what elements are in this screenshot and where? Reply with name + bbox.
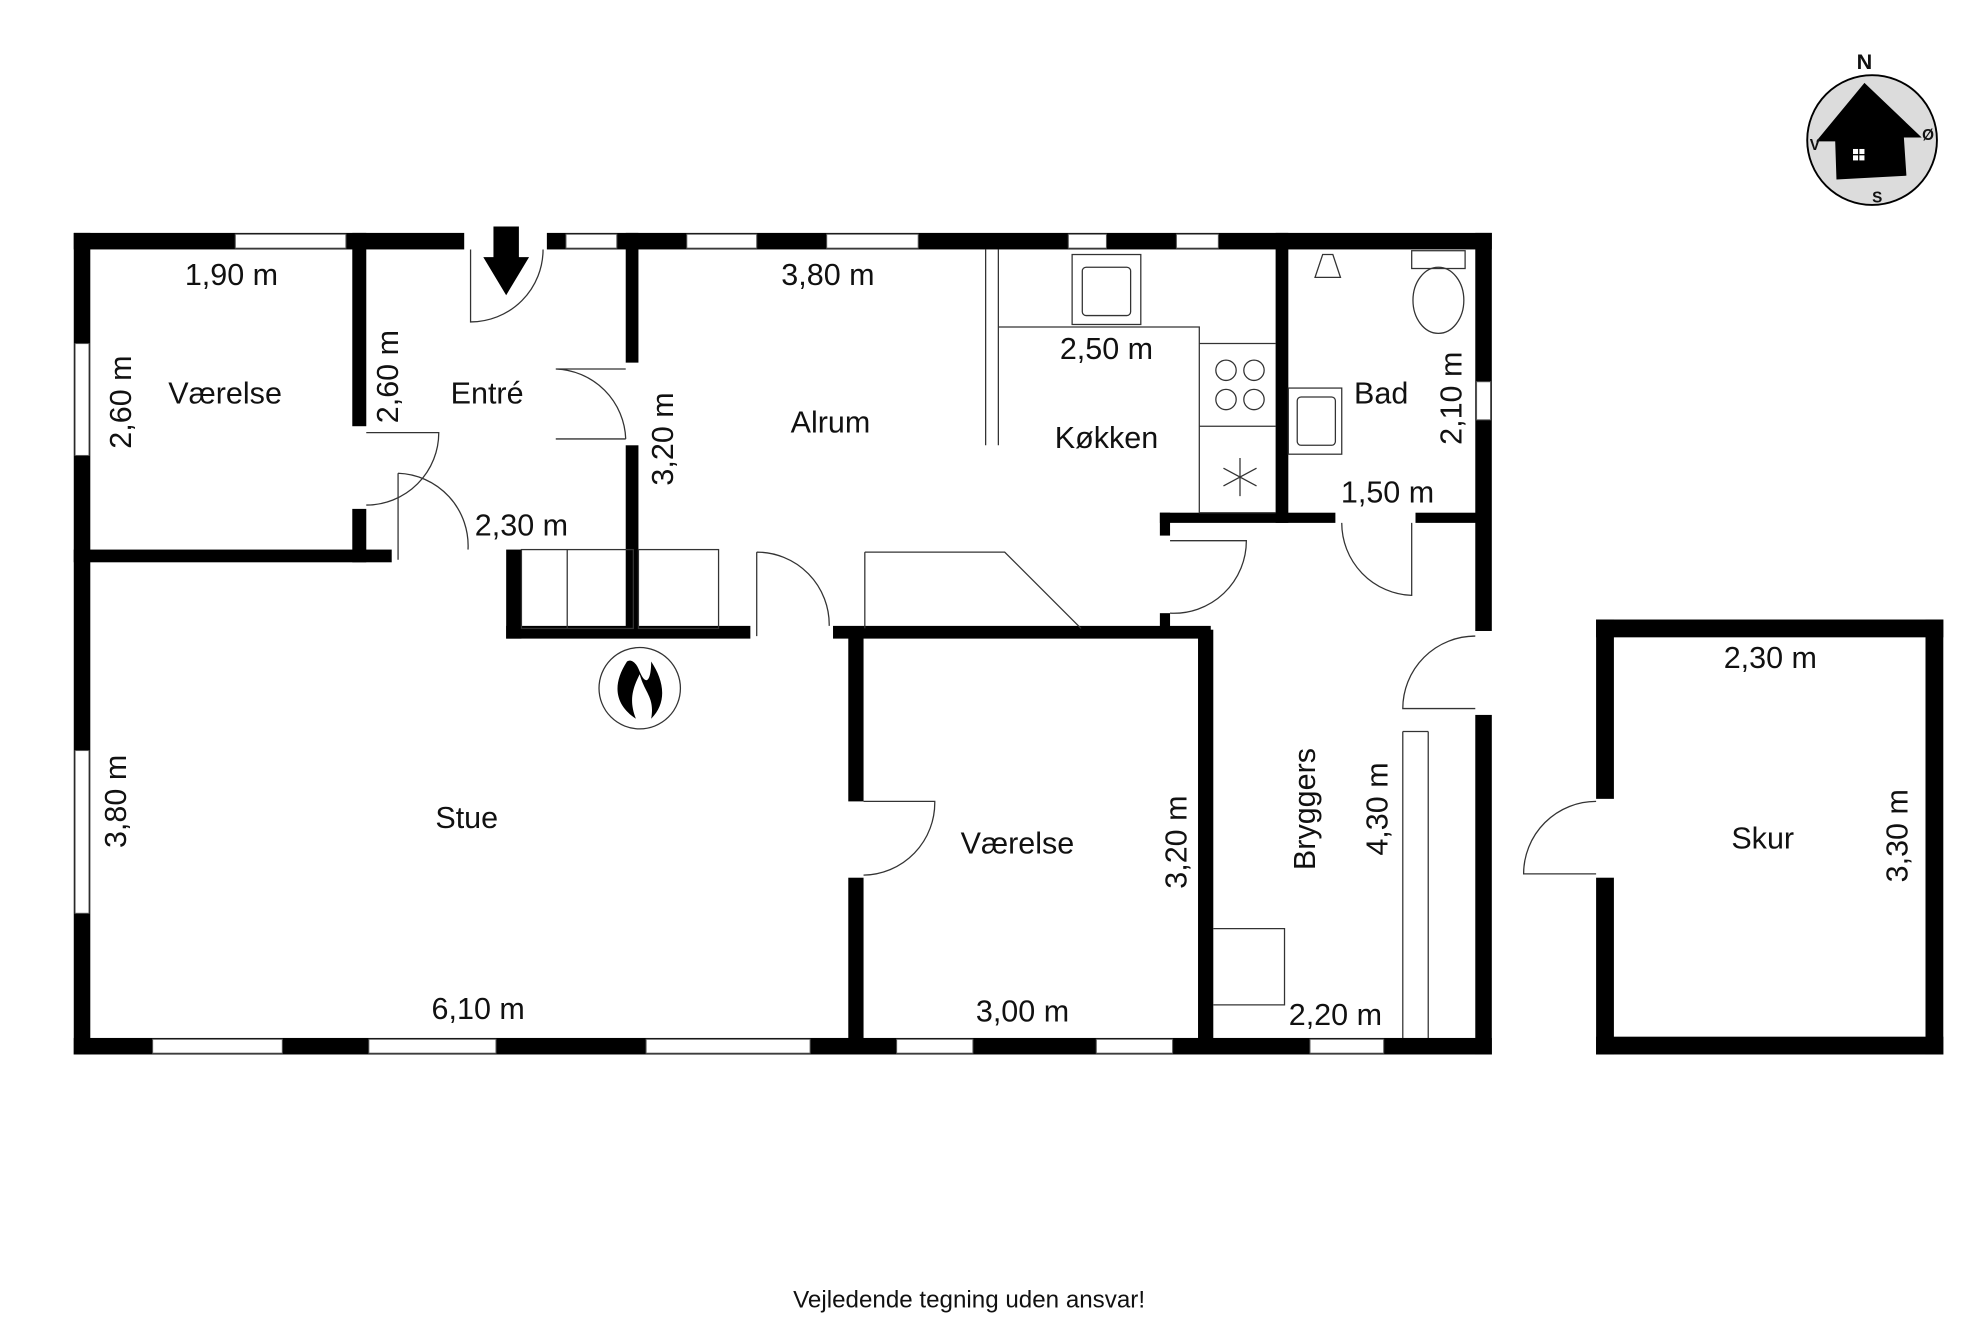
dim-vaerelse-2-width: 3,00 m	[976, 994, 1069, 1028]
dim-skur-width: 2,30 m	[1724, 641, 1817, 675]
room-label-alrum: Alrum	[791, 406, 871, 440]
room-label-stue: Stue	[435, 801, 498, 835]
compass-south: S	[1872, 189, 1882, 206]
room-label-koekken: Køkken	[1055, 421, 1158, 455]
dim-entre-depth: 2,60 m	[371, 330, 405, 423]
freezer-icon	[1223, 458, 1257, 497]
room-label-vaerelse-1: Værelse	[168, 376, 282, 410]
dim-vaerelse-1-depth: 2,60 m	[104, 355, 138, 448]
dim-koekken-width: 2,50 m	[1060, 332, 1153, 366]
disclaimer-footer: Vejledende tegning uden ansvar!	[793, 1287, 1145, 1314]
dim-bad-width: 1,50 m	[1341, 476, 1434, 510]
room-label-bad: Bad	[1354, 376, 1408, 410]
dim-vaerelse-2-depth: 3,20 m	[1160, 795, 1194, 888]
dim-alrum-width: 3,80 m	[781, 258, 874, 292]
compass-icon: N Ø S V	[1806, 49, 1938, 206]
dim-bryggers-width: 2,20 m	[1289, 998, 1382, 1032]
compass-west: V	[1810, 137, 1821, 154]
dim-stue-width: 6,10 m	[432, 992, 525, 1026]
room-label-entre: Entré	[451, 376, 524, 410]
doors	[366, 226, 1597, 876]
entrance-arrow-icon	[483, 226, 530, 296]
dim-entre-width: 2,30 m	[475, 509, 568, 543]
walls	[73, 232, 1944, 1055]
fireplace-icon	[598, 646, 682, 730]
fixtures	[520, 249, 1466, 1038]
room-label-skur: Skur	[1731, 821, 1794, 855]
compass-east: Ø	[1922, 127, 1934, 144]
dim-alrum-depth: 3,20 m	[646, 392, 680, 485]
dim-vaerelse-1-width: 1,90 m	[185, 258, 278, 292]
dim-bad-depth: 2,10 m	[1434, 352, 1468, 445]
windows	[74, 233, 1492, 1054]
dim-bryggers-depth: 4,30 m	[1361, 762, 1395, 855]
room-label-vaerelse-2: Værelse	[961, 827, 1075, 861]
room-label-bryggers: Bryggers	[1288, 748, 1322, 870]
dim-skur-depth: 3,30 m	[1881, 789, 1915, 882]
dim-stue-depth: 3,80 m	[99, 755, 133, 848]
compass-north: N	[1857, 49, 1873, 74]
